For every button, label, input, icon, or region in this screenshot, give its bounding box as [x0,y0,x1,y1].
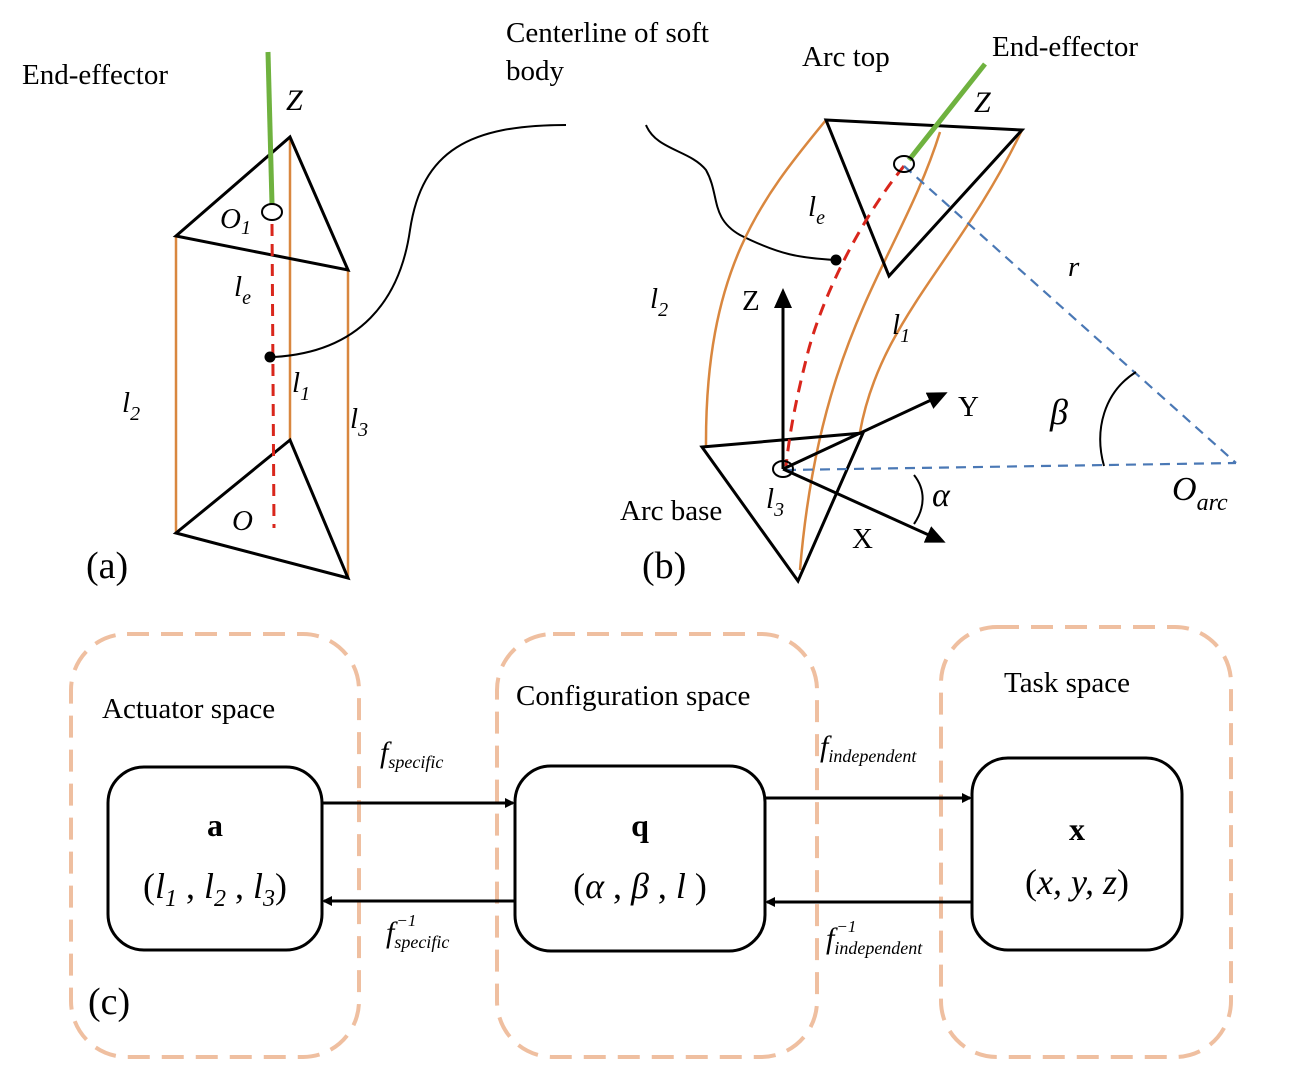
end-effector-label-b: End-effector [992,31,1138,63]
o-label: O [232,505,253,537]
callout-curve-b [645,124,837,261]
configuration-symbol: q [631,807,649,843]
bottom-triangle [172,437,351,581]
centerline-point-b [830,254,842,266]
panel-a: End-effector Z O1 le l1 l2 l3 O (a) [22,51,368,587]
centerline-label-line1: Centerline of soft [506,17,709,49]
actuator-box [106,765,324,952]
end-effector-label: End-effector [22,59,168,91]
l3-label-b: l3 [766,483,784,521]
z-label: Z [286,84,303,117]
l1-label-b: l1 [892,309,910,347]
o1-marker [261,203,283,221]
edge-l2-curve [704,119,827,448]
l1-label: l1 [292,367,310,405]
radius-line-top [903,165,1237,464]
axis-x [782,467,946,543]
f-specific-label: fspecific [380,736,443,772]
le-label-b: le [808,191,825,229]
panel-b-tag: (b) [642,545,686,587]
centerline-dashed [270,223,276,529]
callout-curve-a [273,124,567,358]
edge-l3-curve [858,129,1024,433]
panel-b: Arc top End-effector Z le r l2 l1 Z Y X … [620,31,1237,587]
r-label: r [1068,251,1080,283]
panel-a-tag: (a) [86,545,128,587]
arc-top-label: Arc top [802,41,890,73]
configuration-space-region [495,632,819,1059]
centerline-point [264,351,276,363]
actuator-space-title: Actuator space [102,693,275,725]
configuration-box [513,764,767,953]
axis-y [782,392,948,471]
panel-c: Actuator space Configuration space Task … [69,625,1233,1059]
task-space-region [939,625,1233,1059]
configuration-space-title: Configuration space [516,680,750,712]
end-effector-rod-b [907,62,987,162]
l2-label-b: l2 [650,283,668,321]
panel-c-tag: (c) [88,981,130,1023]
centerline-label-line2: body [506,55,565,87]
alpha-label: α [932,477,951,514]
axis-x-label: X [852,523,873,555]
task-box [970,756,1184,952]
task-symbol: x [1069,811,1085,847]
radius-line-base [785,461,1237,472]
l2-label: l2 [122,387,140,425]
beta-arc [1099,371,1137,467]
configuration-tuple: (α , β , l ) [573,866,707,906]
actuator-space-region [69,632,361,1059]
centerline-curve [784,165,906,467]
le-label: le [234,271,251,309]
actuator-symbol: a [207,807,223,843]
edge-l1-curve [798,131,942,571]
task-tuple: (x, y, z) [1025,862,1129,902]
top-center-marker [893,155,915,173]
axis-y-label: Y [958,391,979,423]
beta-label: β [1049,392,1068,432]
l3-label: l3 [350,403,368,441]
o1-label: O1 [220,203,251,239]
arc-base-label: Arc base [620,495,722,527]
actuator-tuple: (l1 , l2 , l3) [143,866,287,912]
centerline-callout: Centerline of soft body [273,17,837,358]
f-independent-label: findependent [820,730,917,766]
o-arc-label: Oarc [1172,471,1228,516]
axis-z-label: Z [742,285,760,317]
task-space-title: Task space [1004,667,1130,699]
alpha-arc [913,474,924,525]
z-top-label: Z [974,86,991,119]
arc-top-triangle [823,118,1026,279]
end-effector-rod [265,51,275,205]
top-triangle [172,134,351,273]
